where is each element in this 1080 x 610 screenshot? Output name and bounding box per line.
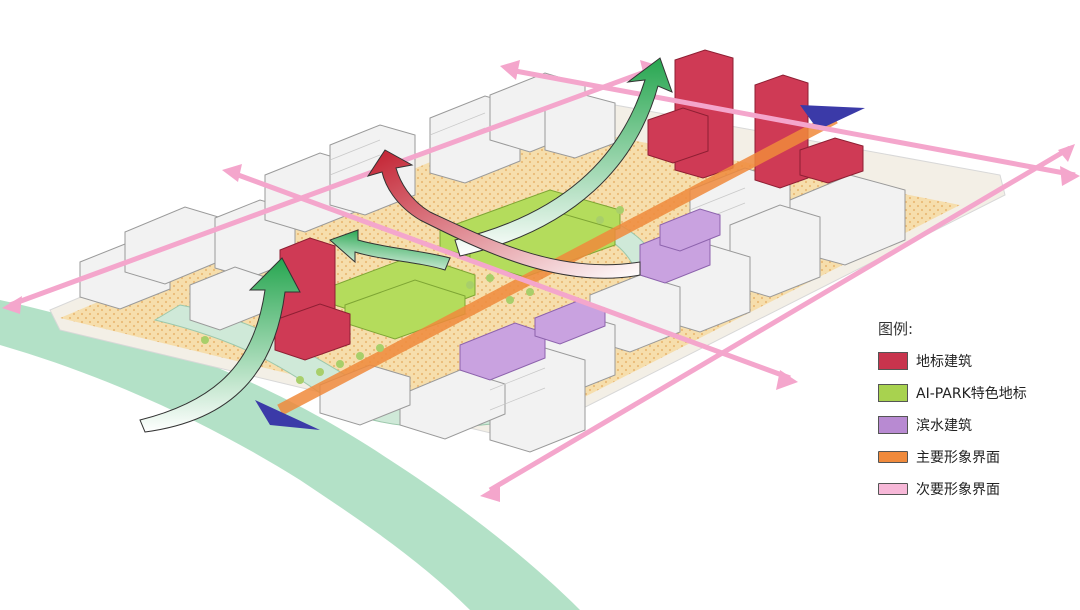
green-view-arrow-center	[329, 229, 451, 271]
legend-item-waterfront: 滨水建筑	[878, 409, 1073, 441]
legend-label: 地标建筑	[916, 354, 972, 370]
river	[0, 300, 580, 610]
legend: 图例: 地标建筑 AI-PARK特色地标 滨水建筑 主要形象界面 次要形象界面	[878, 318, 1073, 505]
legend-label: 次要形象界面	[916, 482, 1000, 498]
legend-item-primary-interface: 主要形象界面	[878, 441, 1073, 473]
legend-swatch	[878, 384, 908, 402]
blue-arrowhead-ne	[800, 105, 865, 130]
legend-swatch	[878, 451, 908, 463]
legend-item-aipark: AI-PARK特色地标	[878, 377, 1073, 409]
secondary-interface-lines	[9, 67, 1076, 493]
white-buildings	[79, 72, 906, 453]
trees	[201, 206, 624, 384]
legend-swatch	[878, 483, 908, 495]
red-view-arrow	[366, 149, 641, 279]
legend-label: 滨水建筑	[916, 418, 972, 434]
legend-label: AI-PARK特色地标	[916, 386, 1027, 402]
legend-swatch	[878, 352, 908, 370]
legend-swatch	[878, 416, 908, 434]
waterfront-buildings	[459, 208, 721, 381]
green-view-arrow-west	[139, 257, 301, 433]
legend-item-secondary-interface: 次要形象界面	[878, 473, 1073, 505]
legend-item-landmark: 地标建筑	[878, 345, 1073, 377]
legend-label: 主要形象界面	[916, 450, 1000, 466]
legend-title: 图例:	[878, 320, 914, 338]
blue-arrowhead-sw	[255, 400, 320, 430]
